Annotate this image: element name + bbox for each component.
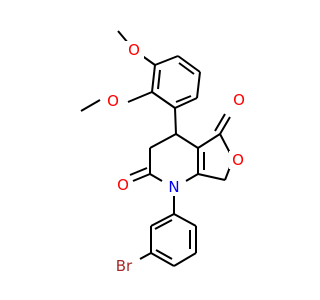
bond-o6-c7	[224, 166, 231, 181]
bond-ring1-f-inner	[157, 69, 161, 90]
bond-aryl-c4	[174, 107, 177, 135]
atom-label-n-amide: N	[168, 178, 179, 196]
atom-labels: O O O O O N Br	[104, 41, 248, 275]
atom-o-ring: O	[229, 151, 247, 169]
bond-c2-o-a	[132, 173, 151, 182]
bond-c4a-c5	[197, 133, 221, 149]
atom-o-ketone-left: O	[114, 176, 132, 194]
atom-o-methoxy-top: O	[124, 41, 144, 59]
atom-label-o-ketone-right: O	[233, 91, 245, 109]
atom-n-amide: N	[165, 178, 183, 196]
bond-ring2-c-inner	[155, 249, 173, 260]
bond-ring2-c	[150, 252, 175, 267]
bond-aryl-br	[139, 252, 152, 260]
bond-n1-c7a	[185, 173, 199, 182]
structure-canvas: O O O O O N Br	[80, 30, 248, 275]
molecule-drawing: O O O O O N Br	[80, 30, 248, 275]
bond-ring2-a-inner	[154, 219, 173, 230]
bond-c7-c7a	[197, 173, 226, 181]
bond-c4-c3	[149, 133, 177, 149]
atom-label-o-methoxy-top: O	[128, 41, 140, 59]
bond-ring1-b	[177, 55, 201, 73]
bond-ring1-a	[154, 55, 179, 66]
bond-ring1-d-inner	[175, 95, 192, 103]
atom-label-br: Br	[116, 257, 133, 275]
bond-c5-o6	[219, 133, 231, 154]
atom-label-o-ring: O	[232, 151, 244, 169]
bonds	[80, 30, 231, 267]
bond-ring2-f	[173, 213, 197, 227]
atom-label-o-methoxy-bottom: O	[107, 92, 119, 110]
bond-ring1-b-inner	[178, 62, 195, 75]
bond-ring1-e	[151, 91, 176, 109]
bond-c2-o-b	[129, 167, 148, 176]
bond-c2-n1	[149, 173, 163, 182]
bond-ring2-d	[173, 252, 197, 267]
bond-c4a-c4	[175, 133, 199, 149]
bond-o-methyl-bottom	[80, 99, 101, 112]
bond-c5-o-a	[219, 116, 231, 135]
bond-ring1-f	[151, 64, 156, 93]
bond-aryl-o-bottom	[127, 91, 153, 103]
atom-o-ketone-right: O	[230, 91, 248, 109]
bond-ring1-d	[174, 97, 198, 109]
bond-ring2-a	[150, 213, 175, 227]
atom-o-methoxy-bottom: O	[104, 92, 122, 110]
bond-ring1-c	[196, 71, 201, 99]
atom-br: Br	[110, 257, 138, 275]
bond-c5-o-b	[214, 113, 226, 132]
atom-label-o-ketone-left: O	[117, 176, 129, 194]
